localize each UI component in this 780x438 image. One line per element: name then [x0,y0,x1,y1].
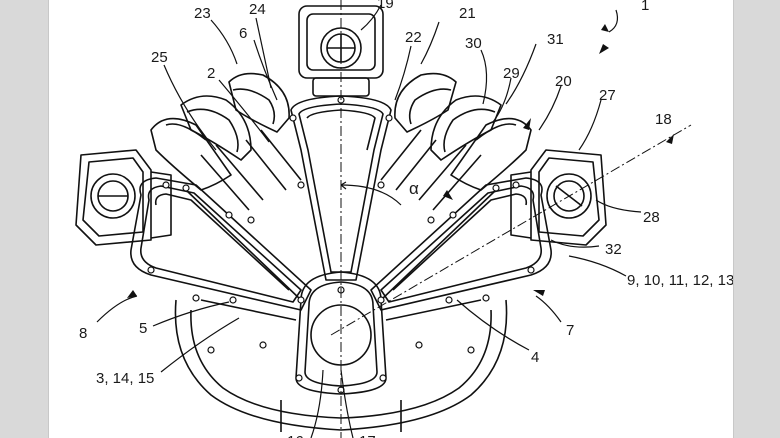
center-lines [330,0,692,438]
label-20: 20 [555,73,572,90]
label-29: 29 [503,65,520,82]
label-8: 8 [79,325,87,342]
label-23: 23 [194,5,211,22]
reference-labels: 1 2 3, 14, 15 4 5 6 7 8 9, 10, 11, 12, 1… [79,0,733,438]
label-21: 21 [459,5,476,22]
engine-diagram: 1 2 3, 14, 15 4 5 6 7 8 9, 10, 11, 12, 1… [75,0,733,438]
angle-alpha-arc [340,181,402,206]
leader-arrowheads [127,24,674,298]
right-plenum-arm [370,177,552,311]
label-16: 16 [287,433,304,438]
label-25: 25 [151,49,168,66]
label-alpha: α [409,179,419,198]
label-17: 17 [359,433,376,438]
label-27: 27 [599,87,616,104]
label-31: 31 [547,31,564,48]
label-22: 22 [405,29,422,46]
label-28: 28 [643,209,660,226]
label-18: 18 [655,111,672,128]
plenum-outer-outline [185,189,497,321]
label-1: 1 [641,0,649,14]
label-4: 4 [531,349,539,366]
left-bank-runners [150,72,302,211]
leader-lines [96,4,642,438]
label-5: 5 [139,320,147,337]
label-2: 2 [207,65,215,82]
left-plenum-arm [130,177,312,311]
label-3-14-15: 3, 14, 15 [96,370,154,387]
right-throttle-body [510,149,607,246]
background-right-blur [732,0,780,438]
label-7: 7 [566,322,574,339]
right-bank-runners [380,72,532,211]
label-19: 19 [377,0,394,12]
left-throttle-body [75,149,172,246]
label-30: 30 [465,35,482,52]
label-24: 24 [249,1,266,18]
background-left-blur [0,0,48,438]
label-6: 6 [239,25,247,42]
label-9-13: 9, 10, 11, 12, 13 [627,272,733,289]
patent-drawing-sheet: 1 2 3, 14, 15 4 5 6 7 8 9, 10, 11, 12, 1… [48,0,734,438]
label-32: 32 [605,241,622,258]
